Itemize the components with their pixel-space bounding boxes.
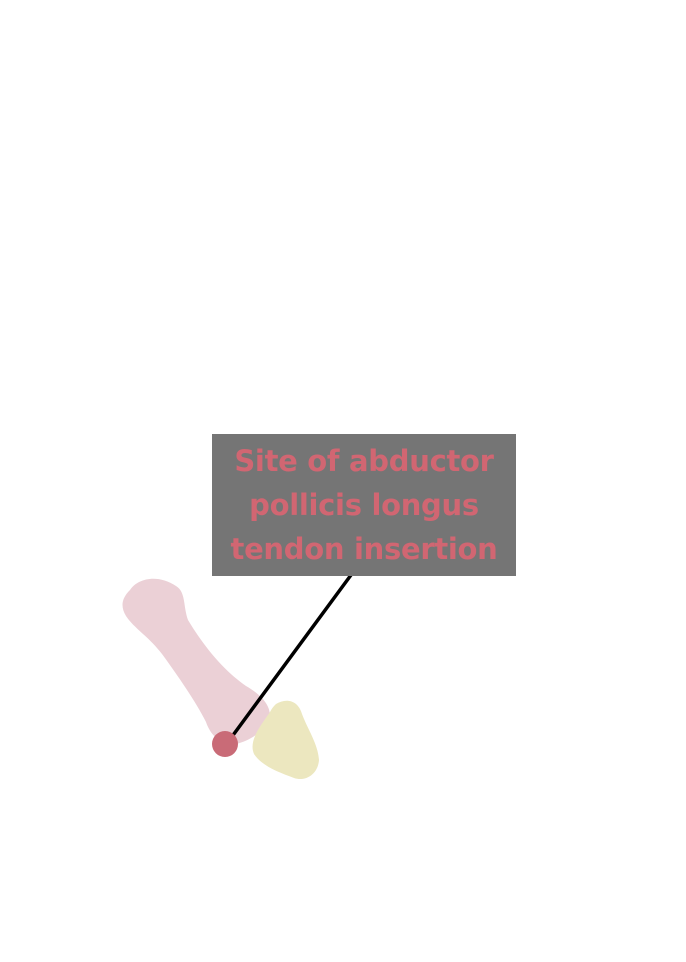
insertion-site-marker xyxy=(212,731,238,757)
annotation-line-3: tendon insertion xyxy=(230,532,498,566)
annotation-line-1: Site of abductor xyxy=(234,444,494,478)
annotation-line-2: pollicis longus xyxy=(249,488,479,522)
trapezium-bone xyxy=(252,700,319,780)
annotation-label: Site of abductor pollicis longus tendon … xyxy=(231,439,498,571)
annotation-label-box: Site of abductor pollicis longus tendon … xyxy=(212,434,516,576)
leader-line xyxy=(226,573,353,744)
first-metacarpal-bone xyxy=(122,578,270,745)
